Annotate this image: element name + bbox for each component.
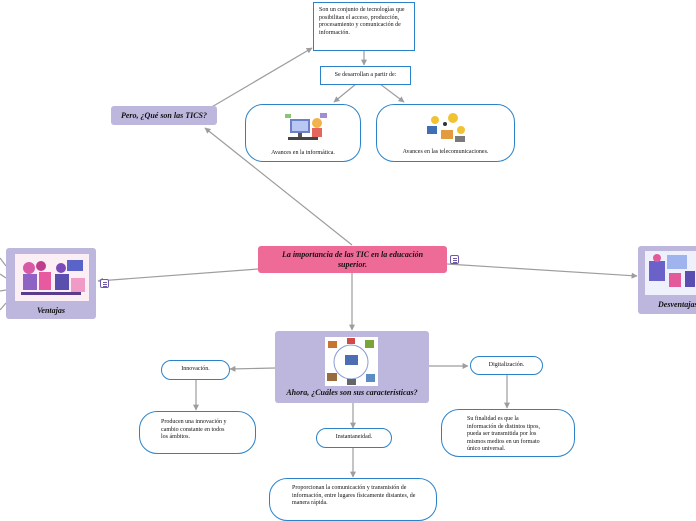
digitalization-node[interactable]: Digitalización.	[470, 356, 543, 375]
digitalization-description: Su finalidad es que la información de di…	[467, 416, 540, 453]
characteristics-title: Ahora, ¿Cuáles son sus características?	[286, 388, 418, 397]
workspace-illustration	[645, 251, 696, 295]
develop-from-text: Se desarrollan a partir de:	[334, 71, 397, 78]
telecom-label: Avances en las telecomunicaciones.	[402, 149, 489, 155]
definition-box[interactable]: Son un conjunto de tecnologías que posib…	[313, 2, 415, 51]
innovation-node[interactable]: Innovación.	[161, 360, 230, 380]
innovation-description: Producen una innovación y cambio constan…	[161, 419, 227, 441]
central-topic[interactable]: La importancia de las TIC en la educació…	[258, 246, 447, 273]
what-are-tics-node[interactable]: Pero, ¿Qué son las TICS?	[111, 106, 217, 125]
innovation-label: Innovación.	[181, 366, 210, 373]
informatics-label: Avances en la informática.	[271, 150, 335, 156]
telecom-illustration	[423, 110, 469, 144]
instantaneity-label: Instantaneidad.	[335, 434, 373, 441]
central-topic-title: La importancia de las TIC en la educació…	[281, 250, 424, 269]
disadvantages-title: Desventajas	[658, 300, 696, 309]
advantages-title: Ventajas	[36, 306, 65, 315]
digitalization-label: Digitalización.	[488, 361, 525, 368]
computer-workspace-illustration	[284, 111, 328, 145]
innovation-description-node[interactable]: Producen una innovación y cambio constan…	[139, 411, 256, 454]
digitalization-description-node[interactable]: Su finalidad es que la información de di…	[441, 409, 575, 457]
develop-from-box[interactable]: Se desarrollan a partir de:	[320, 66, 411, 85]
characteristics-node[interactable]: Ahora, ¿Cuáles son sus características?	[275, 331, 429, 403]
instantaneity-node[interactable]: Instantaneidad.	[316, 428, 392, 448]
menu-icon[interactable]	[450, 255, 459, 264]
definition-text: Son un conjunto de tecnologías que posib…	[319, 7, 405, 36]
disadvantages-node[interactable]: Desventajas	[638, 246, 696, 314]
instantaneity-description-node[interactable]: Proporcionan la comunicación y transmisi…	[269, 478, 437, 521]
instantaneity-description: Proporcionan la comunicación y transmisi…	[292, 485, 416, 507]
advantages-node[interactable]: Ventajas	[6, 248, 96, 319]
people-illustration	[15, 254, 89, 301]
menu-icon[interactable]	[100, 279, 109, 288]
what-are-tics-title: Pero, ¿Qué son las TICS?	[120, 110, 207, 120]
telecom-node[interactable]: Avances en las telecomunicaciones.	[376, 104, 515, 162]
ict-devices-illustration	[325, 337, 378, 386]
informatics-node[interactable]: Avances en la informática.	[245, 104, 361, 162]
